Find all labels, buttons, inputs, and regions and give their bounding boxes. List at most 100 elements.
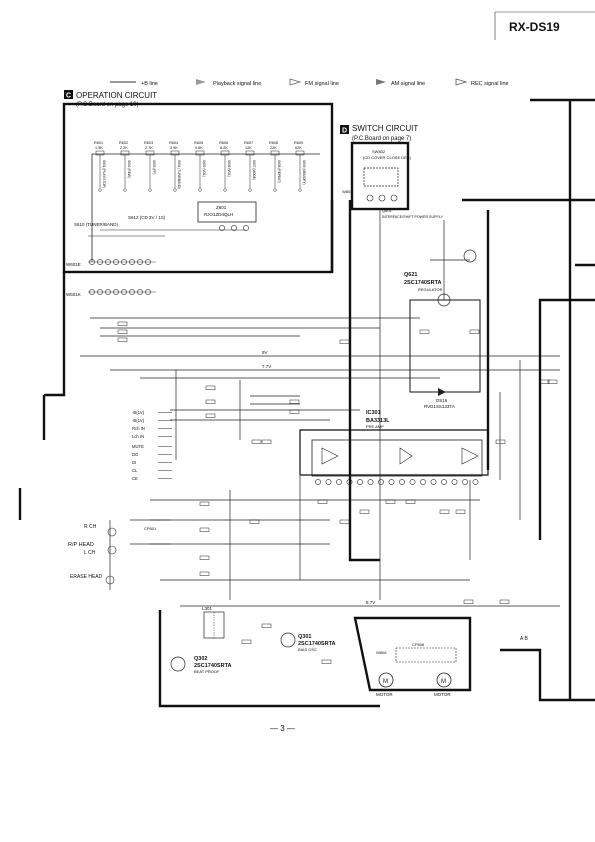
- svg-text:R605: R605: [194, 141, 203, 145]
- q301-bias-osc: Q301 2SC1740SRTA BIAS OSC: [280, 632, 336, 652]
- svg-text:2.2K: 2.2K: [120, 146, 128, 150]
- svg-text:BIAS OSC: BIAS OSC: [298, 647, 317, 652]
- ic-pin: [346, 479, 353, 485]
- operation-connectors: W601E W601K: [66, 259, 156, 297]
- svg-text:S607 (MODE): S607 (MODE): [252, 160, 256, 180]
- operation-switches-lower: S610 (TUNER/BAND) S612 (CD 3V / 1S): [74, 215, 166, 237]
- ic-pin: [451, 479, 458, 485]
- passive-component: [339, 339, 350, 344]
- svg-text:RJO1ZD4QLH: RJO1ZD4QLH: [204, 212, 233, 217]
- svg-text:S601 (PLAY/STOP): S601 (PLAY/STOP): [102, 160, 106, 188]
- passive-component: [439, 509, 450, 514]
- svg-text:CP806: CP806: [412, 642, 425, 647]
- ic301-pins: [315, 479, 479, 485]
- ic-pin: [325, 479, 332, 485]
- passive-component: [469, 329, 480, 334]
- power-bus-lines: [18, 98, 595, 708]
- svg-text:W601E: W601E: [66, 262, 81, 267]
- svg-text:DS16: DS16: [436, 398, 448, 403]
- passive-component: [539, 379, 550, 384]
- ic-pin: [388, 479, 395, 485]
- operation-circuit-board: C OPERATION CIRCUIT (P.C.Board on page 1…: [62, 90, 334, 274]
- legend-item-fm: FM signal line: [289, 78, 339, 87]
- svg-text:REC signal line: REC signal line: [471, 81, 509, 87]
- svg-text:S609 (MEMORY): S609 (MEMORY): [302, 160, 306, 185]
- svg-text:7.7V: 7.7V: [262, 364, 271, 369]
- svg-text:Q302: Q302: [194, 656, 207, 662]
- passive-component: [455, 509, 466, 514]
- q302-beat-proof: Q302 2SC1740SRTA BEAT PROOF: [170, 656, 232, 674]
- svg-text:R609: R609: [294, 141, 303, 145]
- passive-component: [261, 623, 272, 628]
- svg-text:R608: R608: [269, 141, 278, 145]
- svg-text:2SC1740SRTA: 2SC1740SRTA: [298, 641, 336, 647]
- passive-component: [241, 639, 252, 644]
- svg-text:BEAT PROOF: BEAT PROOF: [194, 669, 220, 674]
- ic-pin: [462, 479, 468, 485]
- switch-circuit-letter: D: [342, 128, 347, 135]
- q621-regulator: Q621 2SC1740SRTA REGULATOR: [404, 249, 477, 307]
- svg-text:5.6K: 5.6K: [195, 146, 203, 150]
- passive-component: [199, 527, 210, 532]
- svg-text:CP801: CP801: [144, 526, 157, 531]
- svg-text:L CH: L CH: [84, 550, 96, 556]
- passive-component: [249, 519, 260, 524]
- svg-text:REGULATOR: REGULATOR: [418, 287, 443, 292]
- svg-text:R606: R606: [219, 141, 228, 145]
- svg-text:MOTOR: MOTOR: [376, 692, 393, 697]
- svg-text:Z601: Z601: [216, 205, 227, 210]
- svg-text:12K: 12K: [245, 146, 252, 150]
- svg-text:8.7V: 8.7V: [366, 600, 375, 605]
- passive-component: [205, 399, 216, 404]
- operation-circuit-subtitle: (P.C.Board on page 10): [76, 102, 139, 108]
- passive-component: [117, 329, 128, 334]
- switch-circuit-title: SWITCH CIRCUIT: [352, 124, 418, 133]
- passive-parts: [117, 321, 558, 664]
- passive-component: [359, 509, 370, 514]
- svg-text:R/P HEAD: R/P HEAD: [68, 542, 94, 548]
- passive-component: [205, 413, 216, 418]
- svg-text:FM signal line: FM signal line: [305, 81, 339, 87]
- operation-circuit-title: OPERATION CIRCUIT: [76, 91, 157, 100]
- control-label: DO: [132, 452, 139, 457]
- motors: M MOTOR M MOTOR CP806 W806: [376, 642, 457, 697]
- passive-component: [463, 599, 474, 604]
- svg-text:A B: A B: [520, 636, 528, 642]
- control-label: -B(1V): [132, 418, 145, 423]
- svg-text:62K: 62K: [295, 146, 302, 150]
- passive-component: [199, 501, 210, 506]
- svg-text:8.2K: 8.2K: [220, 146, 228, 150]
- ic-pin: [315, 479, 321, 485]
- ic-pin: [357, 479, 363, 485]
- switch-circuit-board: D SWITCH CIRCUIT (P.C.Board on page 7) S…: [340, 124, 444, 219]
- passive-component: [499, 599, 510, 604]
- svg-text:1.5K: 1.5K: [95, 146, 103, 150]
- l301-coil: L301: [202, 606, 225, 639]
- ds16-diode: DS16 RVD1SS133TA: [424, 388, 455, 409]
- svg-text:22K: 22K: [270, 146, 277, 150]
- svg-text:S606 (VOL): S606 (VOL): [227, 160, 231, 177]
- svg-text:ERASE HEAD: ERASE HEAD: [70, 574, 103, 580]
- passive-component: [339, 519, 350, 524]
- control-label: CE: [132, 476, 138, 481]
- svg-text:R607: R607: [244, 141, 253, 145]
- svg-text:2.7K: 2.7K: [145, 146, 153, 150]
- svg-text:+B line: +B line: [141, 81, 158, 87]
- ic-pin: [420, 479, 426, 485]
- svg-text:S612 (CD 3V / 1S): S612 (CD 3V / 1S): [128, 215, 166, 220]
- svg-text:W601K: W601K: [66, 292, 81, 297]
- switch-circuit-subtitle: (P.C.Board on page 7): [352, 136, 411, 142]
- svg-text:R602: R602: [119, 141, 128, 145]
- svg-text:2SC1740SRTA: 2SC1740SRTA: [404, 280, 442, 286]
- ic-pin: [430, 479, 437, 485]
- passive-component: [199, 555, 210, 560]
- svg-text:9V: 9V: [262, 350, 268, 355]
